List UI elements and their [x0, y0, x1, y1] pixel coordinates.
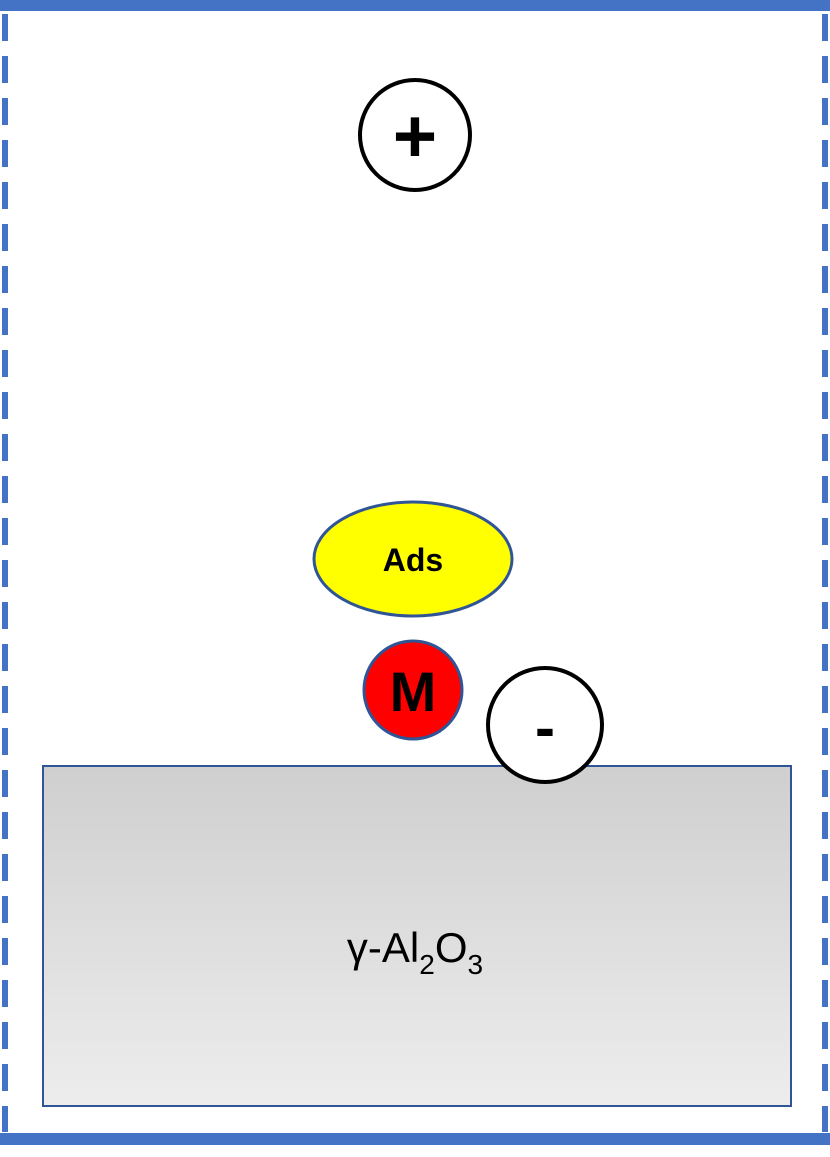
- negative-charge-symbol: -: [535, 694, 555, 761]
- positive-charge-circle: [358, 78, 472, 192]
- adsorbate: Ads: [312, 500, 514, 618]
- metal-atom-circle: [362, 639, 464, 741]
- top-boundary-line: [0, 0, 830, 11]
- negative-charge-circle: [486, 666, 604, 784]
- positive-charge-symbol: +: [393, 94, 437, 179]
- metal-atom-label: M: [390, 660, 437, 723]
- metal-atom: M: [362, 639, 464, 741]
- substrate-slab: [42, 765, 792, 1107]
- substrate-label: γ-Al2O3: [347, 924, 483, 980]
- negative-charge: -: [486, 666, 604, 784]
- adsorbate-ellipse: [312, 500, 514, 618]
- adsorbate-label: Ads: [383, 542, 443, 578]
- positive-charge: +: [358, 78, 472, 192]
- bottom-boundary-line: [0, 1133, 830, 1145]
